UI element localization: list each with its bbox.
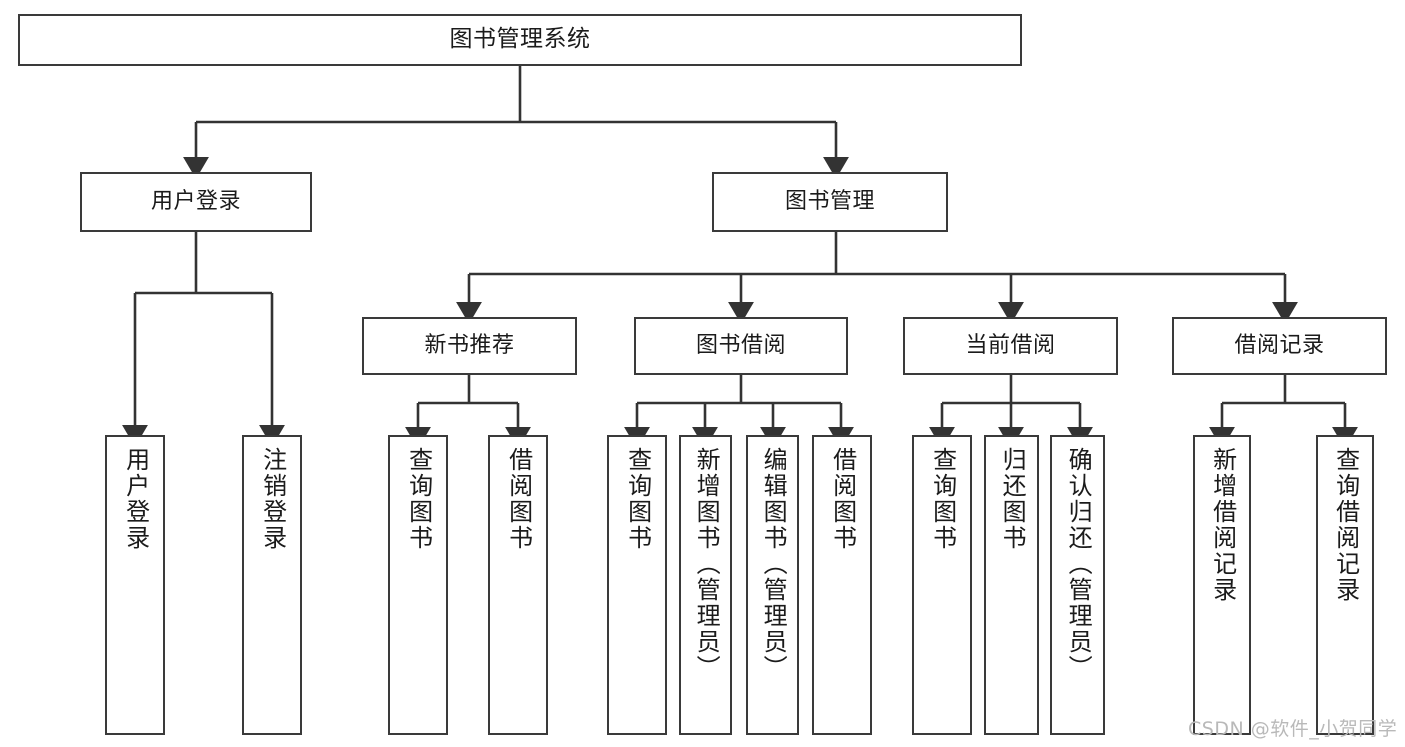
- node-label: 图书管理系统: [449, 26, 591, 53]
- node-label: 借阅记录: [1234, 332, 1325, 358]
- node-user-login[interactable]: 用户登录: [80, 172, 312, 232]
- leaf-current-confirm-return-admin[interactable]: 确认归还（管理员）: [1050, 435, 1105, 735]
- node-label: 图书借阅: [695, 332, 786, 358]
- leaf-record-query-record[interactable]: 查询借阅记录: [1316, 435, 1374, 735]
- node-label: 新书推荐: [424, 332, 515, 358]
- node-book-management[interactable]: 图书管理: [712, 172, 948, 232]
- node-label: 借阅图书: [828, 447, 857, 551]
- node-label: 编辑图书（管理员）: [759, 447, 788, 681]
- node-label: 归还图书: [998, 447, 1027, 551]
- leaf-newbook-borrow-book[interactable]: 借阅图书: [488, 435, 548, 735]
- leaf-current-return-book[interactable]: 归还图书: [984, 435, 1039, 735]
- node-label: 确认归还（管理员）: [1064, 447, 1093, 681]
- csdn-watermark: CSDN @软件_小贺同学: [1188, 718, 1398, 740]
- leaf-borrow-borrow-book[interactable]: 借阅图书: [812, 435, 872, 735]
- node-book-borrow[interactable]: 图书借阅: [634, 317, 848, 375]
- node-label: 查询图书: [928, 447, 957, 551]
- node-new-book-recommend[interactable]: 新书推荐: [362, 317, 577, 375]
- node-label: 借阅图书: [504, 447, 533, 551]
- node-label: 新增图书（管理员）: [692, 447, 721, 681]
- node-label: 查询图书: [623, 447, 652, 551]
- node-label: 新增借阅记录: [1208, 447, 1237, 603]
- leaf-record-add-record[interactable]: 新增借阅记录: [1193, 435, 1251, 735]
- node-label: 用户登录: [150, 188, 241, 214]
- leaf-borrow-query-book[interactable]: 查询图书: [607, 435, 667, 735]
- leaf-logout[interactable]: 注销登录: [242, 435, 302, 735]
- node-label: 图书管理: [784, 188, 875, 214]
- leaf-newbook-query-book[interactable]: 查询图书: [388, 435, 448, 735]
- node-borrow-record[interactable]: 借阅记录: [1172, 317, 1387, 375]
- node-label: 用户登录: [121, 447, 150, 551]
- node-label: 查询借阅记录: [1331, 447, 1360, 603]
- leaf-current-query-book[interactable]: 查询图书: [912, 435, 972, 735]
- node-label: 查询图书: [404, 447, 433, 551]
- leaf-user-login[interactable]: 用户登录: [105, 435, 165, 735]
- node-label: 当前借阅: [965, 332, 1056, 358]
- node-book-management-system[interactable]: 图书管理系统: [18, 14, 1022, 66]
- leaf-borrow-edit-book-admin[interactable]: 编辑图书（管理员）: [746, 435, 799, 735]
- node-current-borrow[interactable]: 当前借阅: [903, 317, 1118, 375]
- leaf-borrow-add-book-admin[interactable]: 新增图书（管理员）: [679, 435, 732, 735]
- node-label: 注销登录: [258, 447, 287, 551]
